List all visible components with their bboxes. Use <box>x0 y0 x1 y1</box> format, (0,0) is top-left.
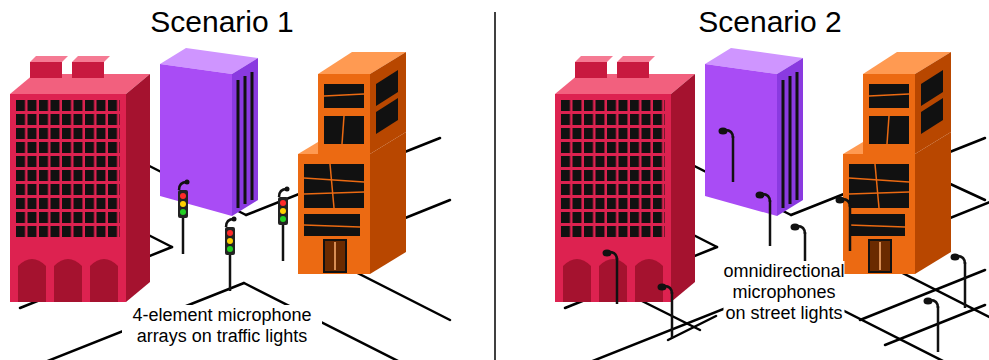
traffic-light <box>225 217 237 292</box>
traffic-light <box>278 187 290 262</box>
street-light <box>603 250 618 305</box>
panel-title: Scenario 1 <box>150 4 293 40</box>
panel-title: Scenario 2 <box>698 4 841 40</box>
divider <box>494 12 496 360</box>
street-edge <box>640 300 700 330</box>
annotation-label: 4-element microphone arrays on traffic l… <box>122 305 322 347</box>
street-light <box>719 128 734 183</box>
street-light <box>951 254 966 309</box>
street-light <box>836 197 851 252</box>
street-edge <box>885 305 985 345</box>
traffic-light <box>178 180 190 255</box>
annotation-label: omnidirectional microphones on street li… <box>723 261 844 324</box>
street-edge <box>668 316 716 340</box>
street-light <box>658 284 673 339</box>
street-light <box>756 192 771 247</box>
street-light <box>924 298 939 353</box>
buildings <box>10 48 406 302</box>
